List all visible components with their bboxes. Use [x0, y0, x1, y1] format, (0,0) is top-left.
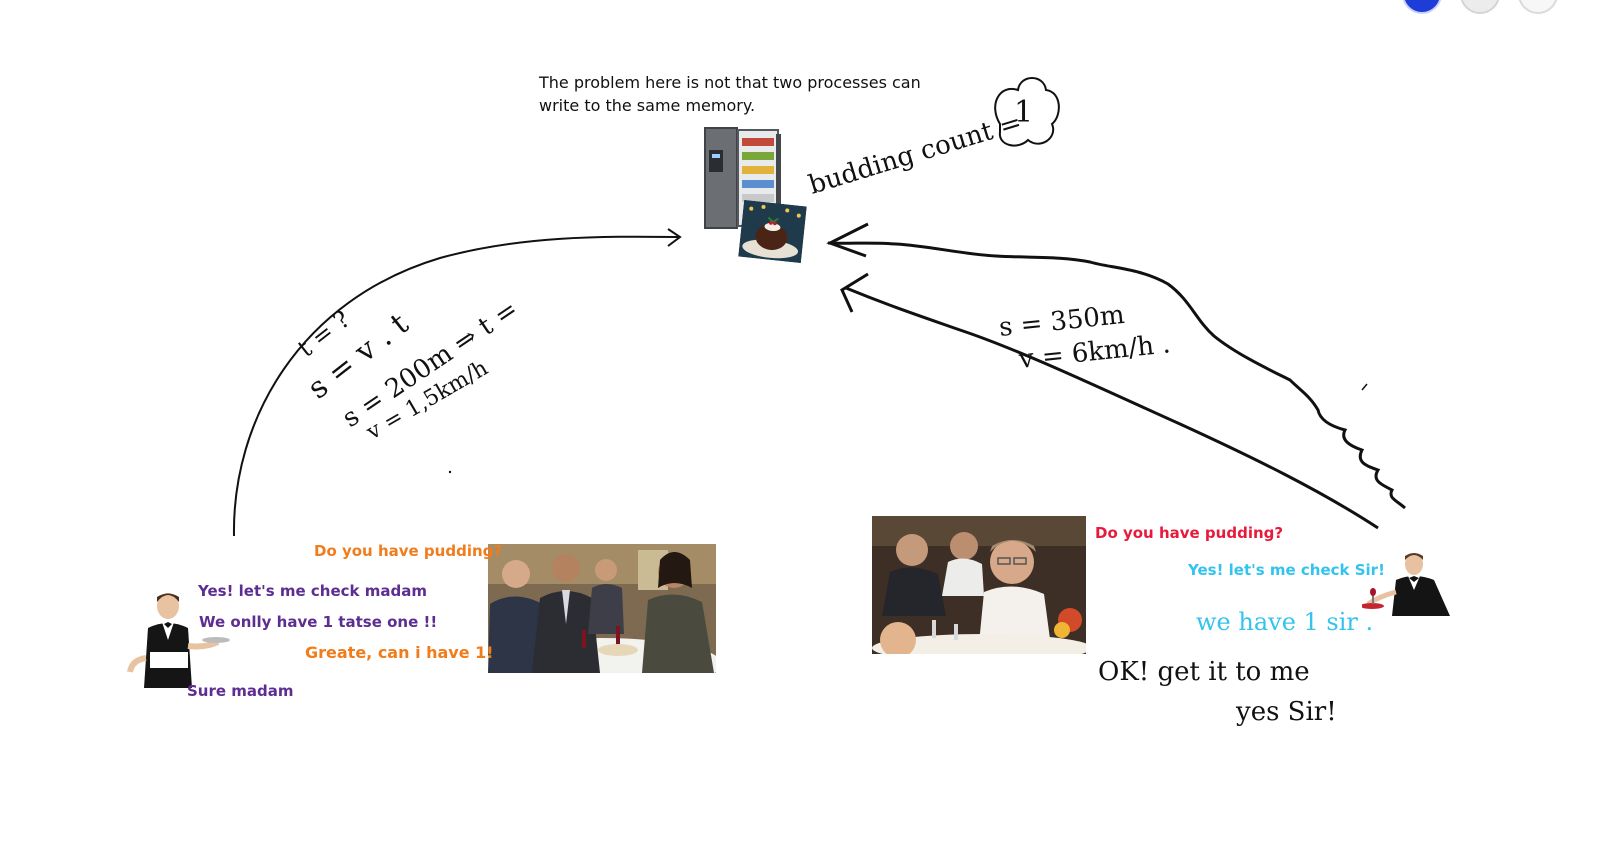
waiter-left-image[interactable] [126, 588, 230, 690]
left-answer-3: Sure madam [187, 682, 294, 700]
left-answer-1: Yes! let's me check madam [198, 582, 427, 600]
restaurant-diners-left-image[interactable] [488, 544, 716, 673]
user-avatar-icon[interactable] [1402, 0, 1442, 14]
right-wavy-arrow-head [826, 222, 869, 258]
we-have-note: we have 1 sir . [1196, 608, 1373, 636]
left-question-1: Do you have pudding? [314, 542, 503, 560]
note-line-1: The problem here is not that two process… [539, 73, 921, 92]
fridge-image[interactable] [703, 126, 783, 231]
left-formula-v: v = 1,5km/h [362, 356, 493, 446]
right-formula-s: s = 350m [998, 300, 1126, 343]
right-lower-arrow [845, 286, 1379, 530]
thought-cloud [994, 77, 1060, 147]
ok-get-note: OK! get it to me [1098, 657, 1310, 687]
problem-note: The problem here is not that two process… [539, 71, 959, 117]
left-arrow-head [667, 228, 682, 247]
yes-sir-note: yes Sir! [1235, 697, 1337, 727]
waiter-right-image[interactable] [1362, 552, 1452, 616]
right-wavy-arrow [827, 241, 1406, 510]
tool-button-icon[interactable] [1460, 0, 1500, 14]
left-formula-t: t = ? [292, 305, 355, 363]
right-answer-1: Yes! let's me check Sir! [1188, 561, 1385, 579]
left-formula-s-vt: s = v . t [301, 307, 415, 407]
pudding-image[interactable] [738, 199, 807, 264]
left-arrow [232, 235, 679, 537]
left-formula-s200: s = 200m ⇒ t = [337, 294, 524, 433]
note-line-2: write to the same memory. [539, 96, 756, 115]
right-lower-arrow-head [840, 272, 869, 313]
left-answer-2: We onlly have 1 tatse one !! [199, 613, 438, 631]
pudding-count-label: budding count = [805, 107, 1025, 200]
stray-dot [448, 470, 452, 474]
tool-button-icon[interactable] [1518, 0, 1558, 14]
left-question-2: Greate, can i have 1! [305, 643, 494, 662]
stray-mark [1361, 383, 1368, 391]
restaurant-diners-right-image[interactable] [872, 516, 1086, 654]
right-formula-v: v = 6km/h . [1017, 329, 1172, 375]
right-question-1: Do you have pudding? [1095, 524, 1284, 542]
pudding-count-value: 1 [1014, 95, 1033, 130]
